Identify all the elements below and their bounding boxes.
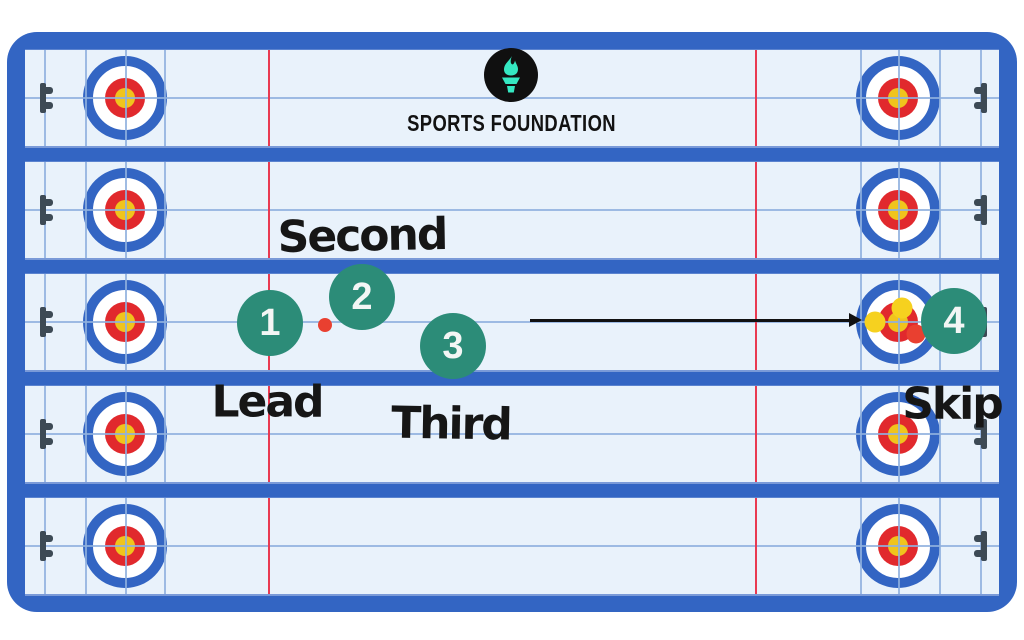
- tee-line-right: [898, 162, 900, 258]
- position-label-skip: Skip: [902, 378, 1004, 430]
- hack-right: [974, 83, 987, 113]
- tee-line-right: [898, 50, 900, 146]
- guide-line-left: [85, 498, 87, 594]
- position-marker-skip: 4: [921, 288, 987, 354]
- hog-line-right: [755, 162, 757, 258]
- curling-sheet-2: [25, 162, 999, 258]
- guide-line-right: [939, 162, 941, 258]
- tee-line-right: [898, 274, 900, 370]
- guide-line-right-2: [860, 50, 862, 146]
- hog-line-right: [755, 498, 757, 594]
- guide-line-left: [85, 162, 87, 258]
- position-marker-lead: 1: [237, 290, 303, 356]
- tee-line-right: [898, 498, 900, 594]
- hog-line-left: [268, 162, 270, 258]
- guide-line-left: [85, 50, 87, 146]
- guide-line-right: [939, 498, 941, 594]
- curling-rink: [7, 32, 1017, 612]
- hog-line-left: [268, 50, 270, 146]
- hack-left: [40, 419, 53, 449]
- hog-line-left: [268, 498, 270, 594]
- tee-line-right: [898, 386, 900, 482]
- position-number: 3: [442, 324, 464, 367]
- torch-icon: [502, 56, 520, 93]
- sheet-center-line: [25, 209, 999, 211]
- hack-left: [40, 531, 53, 561]
- guide-line-left-2: [164, 50, 166, 146]
- tee-line-left: [125, 162, 127, 258]
- position-number: 4: [943, 299, 965, 342]
- guide-line-right: [939, 386, 941, 482]
- guide-line-left-2: [164, 162, 166, 258]
- sports-foundation-logo: [484, 48, 538, 102]
- hack-right: [974, 419, 987, 449]
- tee-line-left: [125, 498, 127, 594]
- position-number: 2: [351, 275, 373, 318]
- sheet-center-line: [25, 321, 999, 323]
- guide-line-right: [939, 50, 941, 146]
- curling-sheet-3: [25, 274, 999, 370]
- position-number: 1: [259, 301, 281, 344]
- hog-line-left: [268, 386, 270, 482]
- guide-line-right-2: [860, 386, 862, 482]
- red-stone-near-lead: [318, 318, 332, 332]
- tee-line-left: [125, 274, 127, 370]
- brand-name: SPORTS FOUNDATION: [0, 110, 1024, 137]
- hog-line-right: [755, 50, 757, 146]
- guide-line-left: [85, 386, 87, 482]
- red-stone-house: [906, 324, 926, 344]
- tee-line-left: [125, 50, 127, 146]
- hack-left: [40, 83, 53, 113]
- hack-left: [40, 195, 53, 225]
- position-label-second: Second: [277, 209, 447, 263]
- hog-line-right: [755, 274, 757, 370]
- sheet-center-line: [25, 545, 999, 547]
- guide-line-left-2: [164, 386, 166, 482]
- position-marker-second: 2: [329, 264, 395, 330]
- guide-line-right-2: [860, 498, 862, 594]
- tee-line-left: [125, 386, 127, 482]
- sheet-center-line: [25, 433, 999, 435]
- position-marker-third: 3: [420, 313, 486, 379]
- guide-line-left: [85, 274, 87, 370]
- curling-sheet-4: [25, 386, 999, 482]
- throw-arrow-head: [849, 313, 862, 327]
- guide-line-left-2: [164, 274, 166, 370]
- yellow-stone-house-top: [891, 297, 913, 319]
- guide-line-left-2: [164, 498, 166, 594]
- position-label-third: Third: [390, 397, 512, 451]
- throw-arrow-line: [530, 319, 849, 322]
- hog-line-right: [755, 386, 757, 482]
- hack-right: [974, 531, 987, 561]
- hack-left: [40, 307, 53, 337]
- yellow-stone-house-left: [864, 311, 886, 333]
- position-label-lead: Lead: [211, 376, 324, 428]
- hack-right: [974, 195, 987, 225]
- guide-line-right-2: [860, 162, 862, 258]
- brand-name-text: SPORTS FOUNDATION: [407, 110, 617, 136]
- curling-sheet-5: [25, 498, 999, 594]
